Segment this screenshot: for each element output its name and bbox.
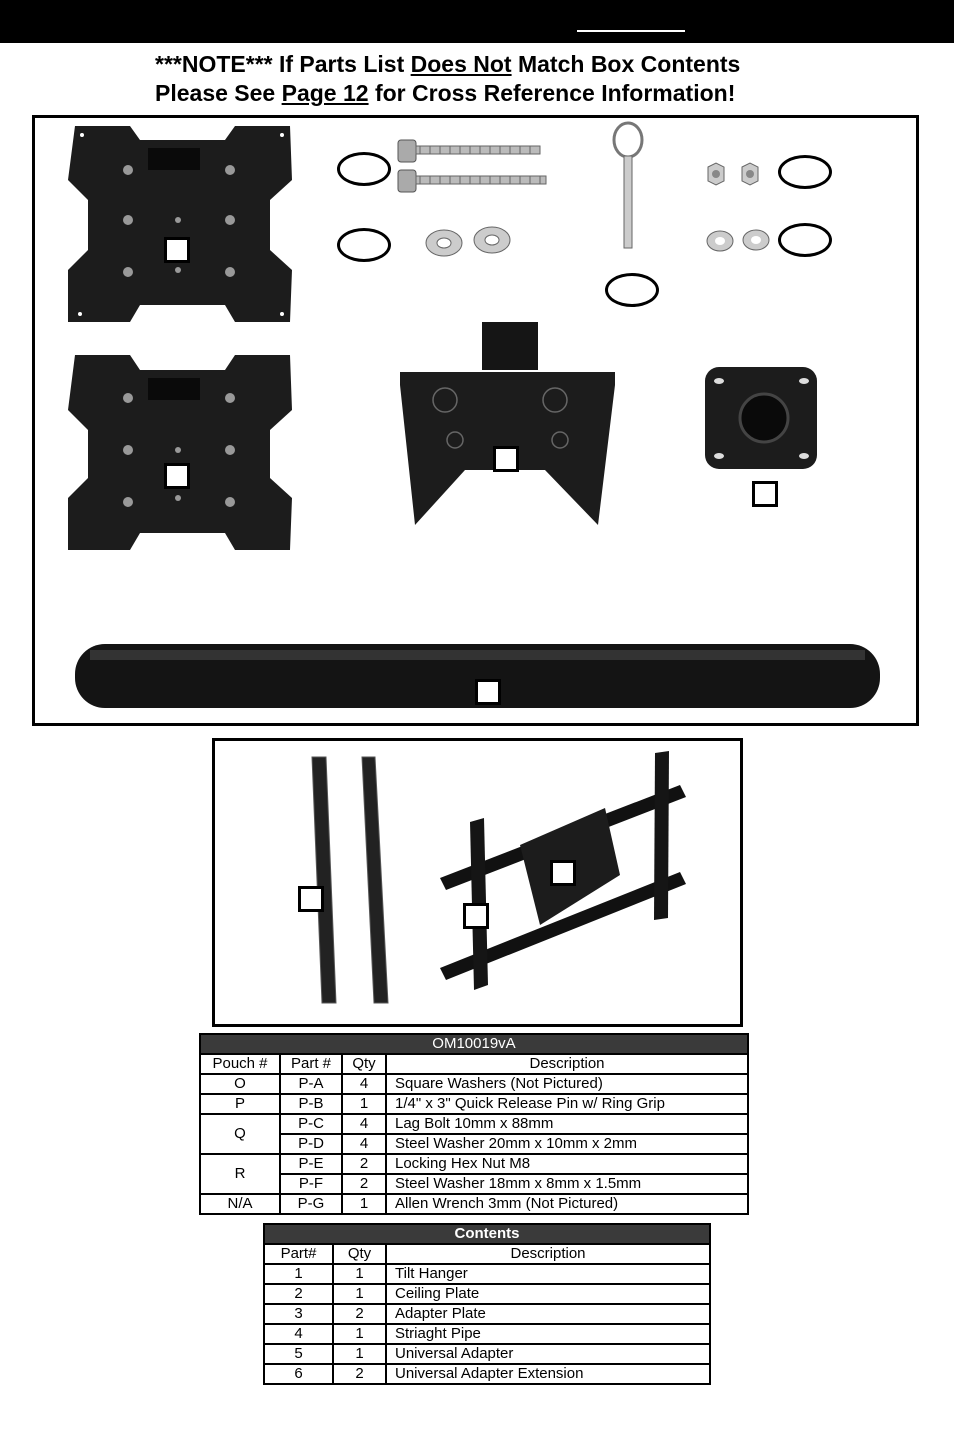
washer-icon (425, 226, 511, 257)
callout-ring-lag-bolt (337, 152, 391, 186)
column-header: Qty (341, 1053, 387, 1075)
note-line-1: ***NOTE*** If Parts List Does Not Match … (155, 51, 741, 77)
table-row: 6 2 Universal Adapter Extension (263, 1363, 711, 1385)
column-header: Part# (263, 1243, 334, 1265)
note-emphasis: Does Not (410, 51, 512, 77)
callout-box-adapter-rail (463, 903, 489, 929)
table-row: R P-E 2 Locking Hex Nut M8 (199, 1153, 749, 1195)
pouch-hardware-table: OM10019vA Pouch # Part # Qty Description… (199, 1033, 749, 1215)
parts-note: ***NOTE*** If Parts List Does Not Match … (155, 50, 740, 108)
table-row: 3 2 Adapter Plate (263, 1303, 711, 1325)
straight-pipe-icon (75, 644, 880, 708)
callout-box-adapter-extension (298, 886, 324, 912)
callout-box-straight-pipe (475, 679, 501, 705)
callout-box-adapter-plate (164, 237, 190, 263)
header-underline-mark (577, 30, 685, 32)
callout-ring-small-washer (778, 223, 832, 257)
column-header: Qty (332, 1243, 387, 1265)
adapter-plate-icon (68, 126, 292, 322)
pouch-table-title: OM10019vA (199, 1033, 749, 1055)
table-row: P P-B 1 1/4" x 3" Quick Release Pin w/ R… (199, 1093, 749, 1115)
table-row: 5 1 Universal Adapter (263, 1343, 711, 1365)
table-row: P-F 2 Steel Washer 18mm x 8mm x 1.5mm (200, 1173, 749, 1195)
note-line-2: Please See Page 12 for Cross Reference I… (155, 80, 736, 106)
callout-ring-hex-nut (778, 155, 832, 189)
lag-bolt-icon (397, 139, 547, 193)
callout-ring-washer (337, 228, 391, 262)
table-row: O P-A 4 Square Washers (Not Pictured) (199, 1073, 749, 1095)
column-header: Description (385, 1243, 711, 1265)
callout-box-tilt-hanger (493, 446, 519, 472)
quick-release-pin-icon (612, 121, 644, 249)
table-row: 4 1 Striaght Pipe (263, 1323, 711, 1345)
table-row: N/A P-G 1 Allen Wrench 3mm (Not Pictured… (199, 1193, 749, 1215)
adapter-plate-icon-2 (68, 355, 292, 550)
column-header: Pouch # (199, 1053, 281, 1075)
table-row: Q P-C 4 Lag Bolt 10mm x 88mm (199, 1113, 749, 1155)
hex-nut-icon (707, 162, 759, 186)
callout-box-universal-adapter (550, 860, 576, 886)
column-header: Description (385, 1053, 749, 1075)
callout-ring-pin (605, 273, 659, 307)
column-header: Part # (279, 1053, 343, 1075)
page-reference-link[interactable]: Page 12 (281, 80, 369, 106)
contents-table-title: Contents (263, 1223, 711, 1245)
callout-box-ceiling-plate (752, 481, 778, 507)
table-row: 2 1 Ceiling Plate (263, 1283, 711, 1305)
callout-box-adapter-plate-2 (164, 463, 190, 489)
table-row: P-D 4 Steel Washer 20mm x 10mm x 2mm (200, 1133, 749, 1155)
contents-table: Contents Part# Qty Description 1 1 Tilt … (263, 1223, 711, 1385)
ceiling-plate-icon (705, 367, 817, 469)
small-washer-icon (706, 229, 770, 252)
top-header-bar (0, 0, 954, 43)
table-row: 1 1 Tilt Hanger (263, 1263, 711, 1285)
